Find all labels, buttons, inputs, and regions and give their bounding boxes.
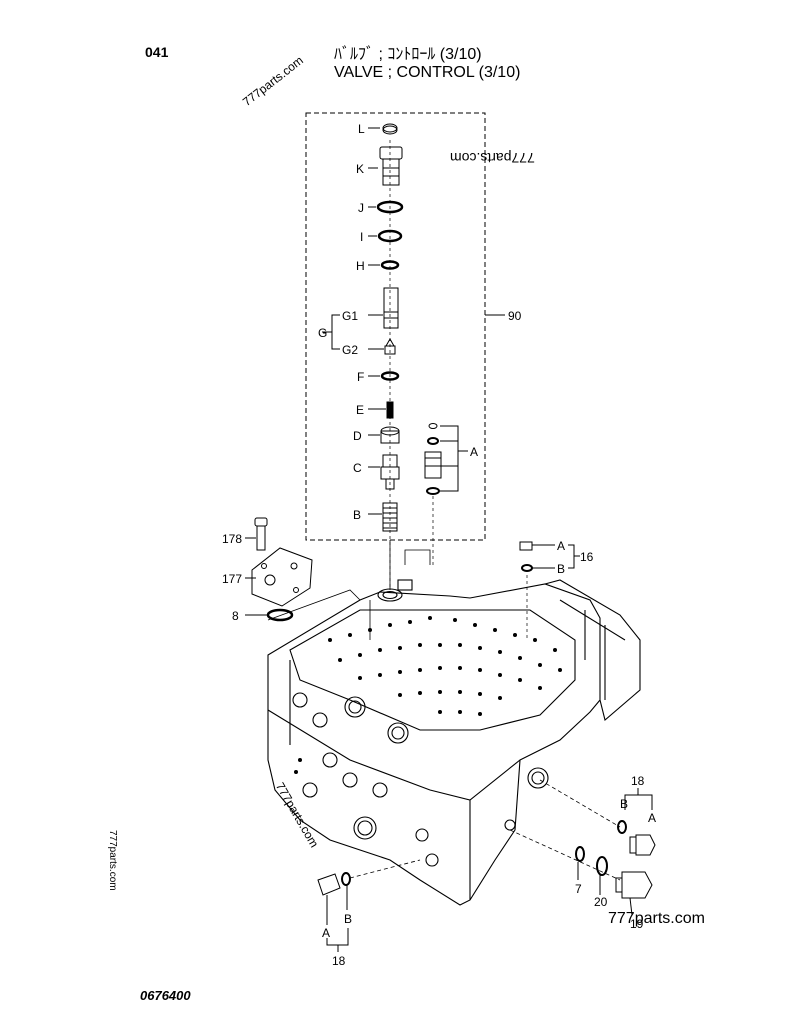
callout-18-left: 18 [332,954,346,968]
part-K [379,146,403,186]
callout-B: B [353,508,361,522]
callout-J: J [358,201,364,215]
callout-7: 7 [575,882,582,896]
bracket-G [322,314,340,350]
callout-H: H [356,259,365,273]
callout-8: 8 [232,609,239,623]
callout-D: D [353,429,362,443]
callout-16-A: A [557,539,565,553]
part-19-plug [615,871,653,916]
title-english: VALVE ; CONTROL (3/10) [334,64,521,81]
callout-18-right: 18 [631,774,645,788]
callout-90: 90 [508,309,522,323]
callout-178: 178 [222,532,242,546]
callout-18-left-B: B [344,912,352,926]
callout-E: E [356,403,364,417]
callout-18-right-B: B [620,797,628,811]
callout-A: A [470,445,478,459]
callout-I: I [360,230,363,244]
part-A-assembly [424,423,468,565]
callout-16: 16 [580,550,594,564]
callout-20: 20 [594,895,608,909]
callout-18-right-A: A [648,811,656,825]
part-L [382,123,398,135]
callout-F: F [357,370,364,384]
part-20-oring [596,856,608,895]
callout-G2: G2 [342,343,358,357]
control-valve-body [267,579,641,906]
assembly-90-box [305,112,486,541]
part-G1 [383,287,399,329]
part-18-right-plug [539,779,656,856]
part-16-plug [519,541,580,640]
callout-16-B: B [557,562,565,576]
callout-18-left-A: A [322,926,330,940]
callout-177: 177 [222,572,242,586]
page-number: 041 [145,44,169,60]
drawing-code: 0676400 [140,988,191,1003]
title-japanese: ﾊﾞﾙﾌﾞ ; ｺﾝﾄﾛｰﾙ (3/10) [334,46,482,63]
part-178-bolt [245,517,268,551]
callout-C: C [353,461,362,475]
part-F-oring [380,371,400,381]
callout-19: 19 [630,917,644,931]
valve-body-holes [294,616,562,774]
callout-L: L [358,122,365,136]
callout-G: G [318,326,327,340]
callout-G1: G1 [342,309,358,323]
part-18-left-plug [317,859,421,952]
callout-K: K [356,162,364,176]
part-177-cover [245,547,313,607]
part-7-oring [575,846,585,880]
